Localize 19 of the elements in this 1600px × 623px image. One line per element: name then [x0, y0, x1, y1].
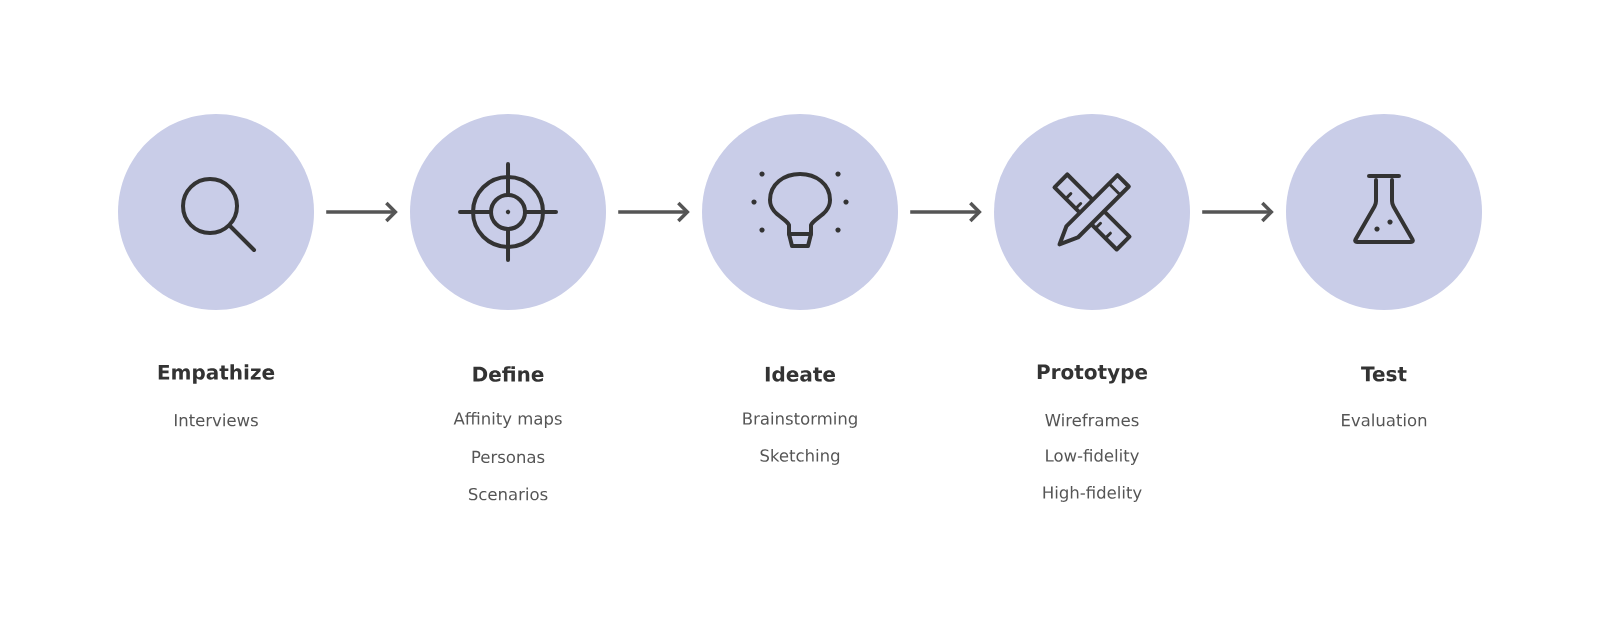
method-text: Personas — [472, 450, 545, 464]
arrow — [326, 201, 398, 223]
arrow — [1202, 201, 1274, 223]
method-text: Sketching — [760, 449, 840, 465]
stage-title: Empathize — [158, 364, 275, 384]
stage-title: Define — [473, 366, 544, 382]
method-text: High-fidelity — [1043, 486, 1142, 502]
arrow — [618, 201, 690, 223]
method-text: Wireframes — [1045, 413, 1139, 427]
stage-title: Prototype — [1037, 364, 1148, 384]
method-text: Low-fidelity — [1046, 449, 1139, 465]
method-text: Affinity maps — [453, 412, 562, 428]
method-text: Brainstorming — [743, 412, 857, 428]
arrow — [910, 201, 982, 223]
stage-title: Ideate — [765, 366, 835, 382]
method-text: Scenarios — [468, 487, 548, 501]
stage-title: Test — [1361, 366, 1407, 382]
method-text: Interviews — [174, 413, 258, 427]
method-text: Evaluation — [1342, 413, 1427, 427]
